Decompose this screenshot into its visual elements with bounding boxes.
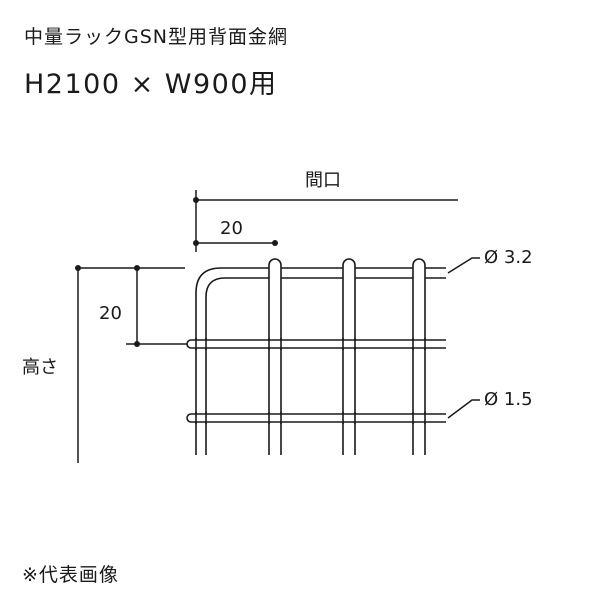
pitch-v-dot-top xyxy=(134,265,140,271)
pitch-h-label: 20 xyxy=(220,218,243,239)
height-label: 高さ xyxy=(22,357,58,378)
horizontal-wires xyxy=(186,339,446,423)
pitch-h-dot-right xyxy=(272,240,278,246)
pitch-v-dot-bottom xyxy=(134,341,140,347)
thin-wire-label: Ø 1.5 xyxy=(484,389,533,410)
opening-dimension-dot xyxy=(193,197,199,203)
pitch-v-label: 20 xyxy=(99,303,122,324)
thick-wire-leader xyxy=(447,257,480,274)
frame-wire xyxy=(195,267,446,455)
thin-wire-leader xyxy=(447,399,480,419)
representative-image-note: ※代表画像 xyxy=(22,564,119,586)
opening-label: 間口 xyxy=(305,170,341,191)
vertical-wire-overlay xyxy=(195,338,426,424)
pitch-h-dot-left xyxy=(193,240,199,246)
height-dimension-dot xyxy=(75,265,81,271)
product-size: H2100 × W900用 xyxy=(24,69,278,100)
vertical-wires xyxy=(268,258,426,455)
thick-wire-label: Ø 3.2 xyxy=(484,247,533,268)
product-title: 中量ラックGSN型用背面金網 xyxy=(24,26,288,48)
